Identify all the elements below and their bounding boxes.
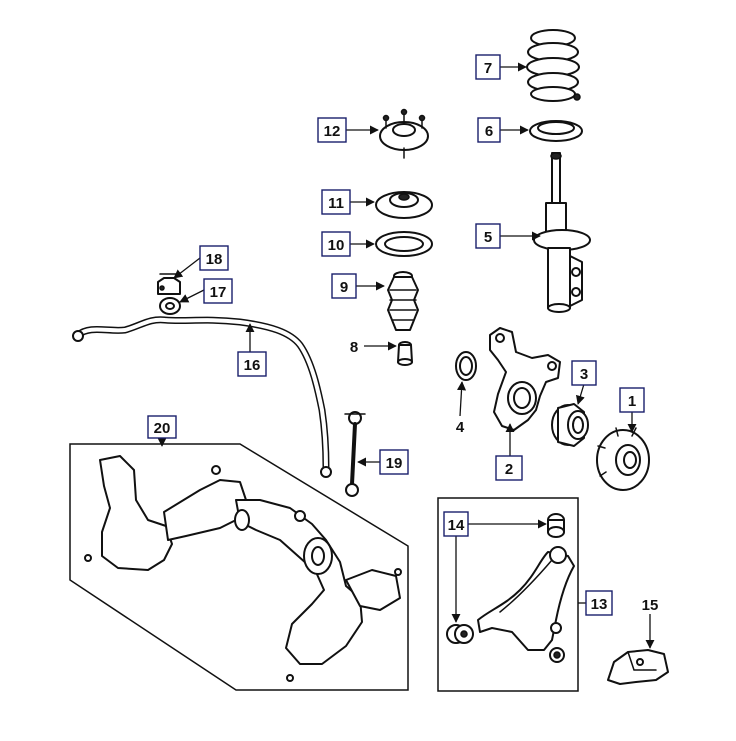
svg-text:6: 6	[485, 123, 493, 140]
steering-knuckle	[489, 327, 561, 431]
svg-text:10: 10	[328, 237, 345, 254]
spring-seat	[529, 120, 583, 142]
callout-15: 15	[642, 597, 659, 614]
dust-boot	[387, 271, 419, 331]
callout-2: 2	[495, 455, 523, 481]
svg-text:9: 9	[340, 279, 348, 296]
svg-text:15: 15	[642, 597, 659, 614]
svg-text:1: 1	[628, 393, 636, 410]
callout-8: 8	[350, 339, 358, 356]
callout-9: 9	[331, 273, 357, 299]
lower-control-arm	[477, 546, 575, 663]
upper-spring-insulator	[375, 231, 433, 257]
callout-12: 12	[317, 117, 347, 143]
leader-18	[173, 257, 201, 279]
svg-text:8: 8	[350, 339, 358, 356]
callout-19: 19	[379, 449, 409, 475]
rear-bracket	[607, 649, 669, 685]
mount-bearing	[375, 191, 433, 219]
callout-4: 4	[456, 419, 465, 436]
stabilizer-link	[344, 411, 366, 497]
coil-spring	[526, 29, 581, 102]
callout-14: 14	[443, 511, 469, 537]
svg-text:19: 19	[386, 455, 403, 472]
strut-mount	[379, 108, 429, 159]
svg-text:16: 16	[244, 357, 261, 374]
svg-text:17: 17	[210, 284, 227, 301]
callout-18: 18	[199, 245, 229, 271]
strut-assembly	[533, 152, 591, 313]
wheel-hub	[596, 427, 650, 491]
callout-10: 10	[321, 231, 351, 257]
stabilizer-bracket	[157, 273, 181, 295]
callout-7: 7	[475, 54, 501, 80]
leader-3	[575, 383, 585, 405]
callout-16: 16	[237, 351, 267, 377]
front-arm-bushing	[547, 513, 565, 538]
svg-text:14: 14	[448, 517, 465, 534]
svg-text:3: 3	[580, 366, 588, 383]
control-arm-group-frame	[437, 497, 579, 692]
leader-17	[179, 289, 205, 303]
svg-text:20: 20	[154, 420, 171, 437]
callout-3: 3	[571, 360, 597, 386]
svg-text:2: 2	[505, 461, 513, 478]
svg-text:12: 12	[324, 123, 341, 140]
callout-13: 13	[585, 590, 613, 616]
stabilizer-bar	[72, 316, 332, 478]
bump-stop	[397, 341, 413, 366]
bearing-seal	[455, 351, 477, 381]
svg-text:7: 7	[484, 60, 492, 77]
svg-text:13: 13	[591, 596, 608, 613]
callout-11: 11	[321, 189, 351, 215]
crossmember	[84, 455, 402, 682]
rear-arm-bushing	[446, 624, 474, 644]
svg-text:4: 4	[456, 419, 465, 436]
callout-5: 5	[475, 223, 501, 249]
callout-20: 20	[147, 415, 177, 439]
svg-text:5: 5	[484, 229, 492, 246]
callout-6: 6	[477, 117, 501, 143]
svg-text:11: 11	[328, 195, 344, 212]
leader-4	[456, 381, 467, 417]
crossmember-group-frame	[69, 443, 409, 691]
stabilizer-bushing	[159, 297, 181, 315]
callout-17: 17	[203, 278, 233, 304]
wheel-bearing	[551, 403, 589, 447]
svg-text:18: 18	[206, 251, 223, 268]
callout-1: 1	[619, 387, 645, 413]
